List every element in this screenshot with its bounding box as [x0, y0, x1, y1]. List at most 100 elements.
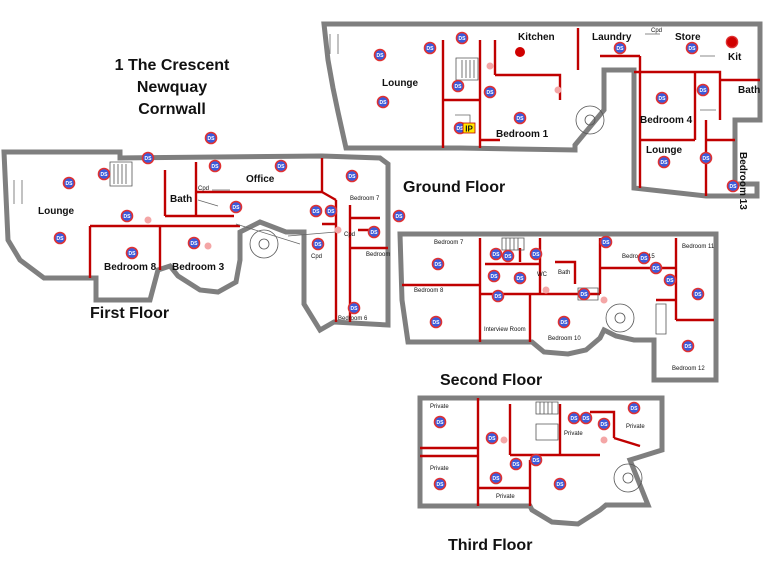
room-first-cpd-2: Cpd — [344, 232, 355, 238]
ds-detector-label: DS — [57, 236, 65, 242]
ds-detector-label: DS — [603, 240, 611, 246]
room-first-bedroom-5: Bedroom — [366, 252, 390, 258]
address-line-1: 1 The Crescent — [115, 57, 230, 74]
third-floor-label: Third Floor — [448, 537, 532, 554]
ds-detector-ring — [229, 200, 243, 214]
room-second-bedroom-11: Bedroom 11 — [682, 244, 715, 250]
ds-detector-label: DS — [491, 274, 499, 280]
ds-detector-icon: DS — [657, 155, 671, 169]
third-partitions — [420, 398, 641, 506]
ds-detector-label: DS — [437, 482, 445, 488]
ds-detector-icon: DS — [489, 247, 503, 261]
ds-detector-ring — [557, 315, 571, 329]
ip-marker: IP — [462, 122, 476, 134]
ds-detector-label: DS — [700, 88, 708, 94]
ds-detector-icon: DS — [681, 339, 695, 353]
room-first-bedroom-3: Bedroom 3 — [172, 262, 225, 273]
ds-detector-icon: DS — [433, 477, 447, 491]
ground-floor-label: Ground Floor — [403, 179, 505, 196]
ds-detector-ring — [685, 41, 699, 55]
ds-detector-icon: DS — [97, 167, 111, 181]
ds-detector-label: DS — [66, 181, 74, 187]
room-ground-bath: Bath — [738, 85, 760, 96]
ds-detector-icon: DS — [509, 457, 523, 471]
ds-detector-ring — [577, 287, 591, 301]
ds-detector-ring — [311, 237, 325, 251]
room-first-office: Office — [246, 174, 275, 185]
ds-detector-icon: DS — [529, 453, 543, 467]
room-first-cpd: Cpd — [198, 186, 209, 192]
dh-marker-icon — [515, 47, 525, 57]
first-doors — [13, 180, 337, 245]
second-floor-plan: Bedroom 7 Bedroom 8 Bedroom 15 Bedroom 1… — [397, 231, 719, 389]
ds-detector-icon: DS — [311, 237, 325, 251]
ds-detector-icon: DS — [649, 261, 663, 275]
ds-detector-ring — [483, 85, 497, 99]
room-third-private-5: Private — [626, 424, 645, 430]
ds-detector-label: DS — [437, 420, 445, 426]
ds-detector-label: DS — [101, 172, 109, 178]
room-second-wc: WC — [537, 272, 548, 278]
ds-detector-ring — [553, 477, 567, 491]
ds-detector-ring — [455, 31, 469, 45]
room-ground-cpd: Cpd — [651, 28, 662, 34]
ds-detector-label: DS — [191, 241, 199, 247]
ds-detector-icon: DS — [613, 41, 627, 55]
ds-detector-icon: DS — [557, 315, 571, 329]
ground-spiral-stair — [575, 105, 605, 135]
sounder-icon — [554, 86, 562, 94]
ds-detector-icon: DS — [423, 41, 437, 55]
ds-detector-ring — [376, 95, 390, 109]
ground-doors — [329, 33, 716, 130]
room-second-bedroom-8: Bedroom 8 — [414, 288, 444, 294]
ds-detector-icon: DS — [491, 289, 505, 303]
ds-detector-label: DS — [328, 209, 336, 215]
ds-detector-icon: DS — [501, 249, 515, 263]
ds-detector-ring — [726, 179, 740, 193]
ds-detector-ring — [423, 41, 437, 55]
ip-label: IP — [465, 125, 473, 134]
ds-detector-ring — [345, 169, 359, 183]
ds-detector-ring — [187, 236, 201, 250]
ds-detector-ring — [433, 477, 447, 491]
room-third-private-4: Private — [564, 431, 583, 437]
ds-detector-label: DS — [689, 46, 697, 52]
ds-detector-icon: DS — [691, 287, 705, 301]
ds-detector-ring — [681, 339, 695, 353]
ds-detector-icon: DS — [577, 287, 591, 301]
ds-detector-ring — [489, 247, 503, 261]
ds-detector-label: DS — [493, 252, 501, 258]
ds-detector-ring — [485, 431, 499, 445]
ds-detector-label: DS — [557, 482, 565, 488]
ds-detector-ring — [501, 249, 515, 263]
ds-detector-ring — [655, 91, 669, 105]
room-ground-bedroom-1: Bedroom 1 — [496, 129, 549, 140]
ds-detector-icon: DS — [274, 159, 288, 173]
address-line-2: Newquay — [137, 79, 207, 96]
ds-detector-label: DS — [427, 46, 435, 52]
first-partitions — [88, 158, 388, 322]
ds-detector-icon: DS — [455, 31, 469, 45]
room-ground-lounge: Lounge — [382, 78, 419, 89]
first-floor-label: First Floor — [90, 305, 169, 322]
sounder-icon — [334, 226, 342, 234]
sounder-icon — [204, 242, 212, 250]
sounder-icon — [500, 436, 508, 444]
ds-detector-label: DS — [631, 406, 639, 412]
ds-detector-ring — [627, 401, 641, 415]
first-stairs — [109, 161, 133, 187]
ds-detector-label: DS — [517, 116, 525, 122]
ds-detector-label: DS — [349, 174, 357, 180]
ds-detector-label: DS — [601, 422, 609, 428]
ds-detector-icon: DS — [699, 151, 713, 165]
ds-detector-label: DS — [435, 262, 443, 268]
ds-detector-ring — [699, 151, 713, 165]
ds-detector-ring — [613, 41, 627, 55]
ip-box — [462, 122, 476, 134]
ds-detector-label: DS — [533, 458, 541, 464]
room-ground-bedroom-4: Bedroom 4 — [640, 115, 693, 126]
ds-detector-label: DS — [659, 96, 667, 102]
ds-detector-label: DS — [581, 292, 589, 298]
sounder-icon — [600, 296, 608, 304]
